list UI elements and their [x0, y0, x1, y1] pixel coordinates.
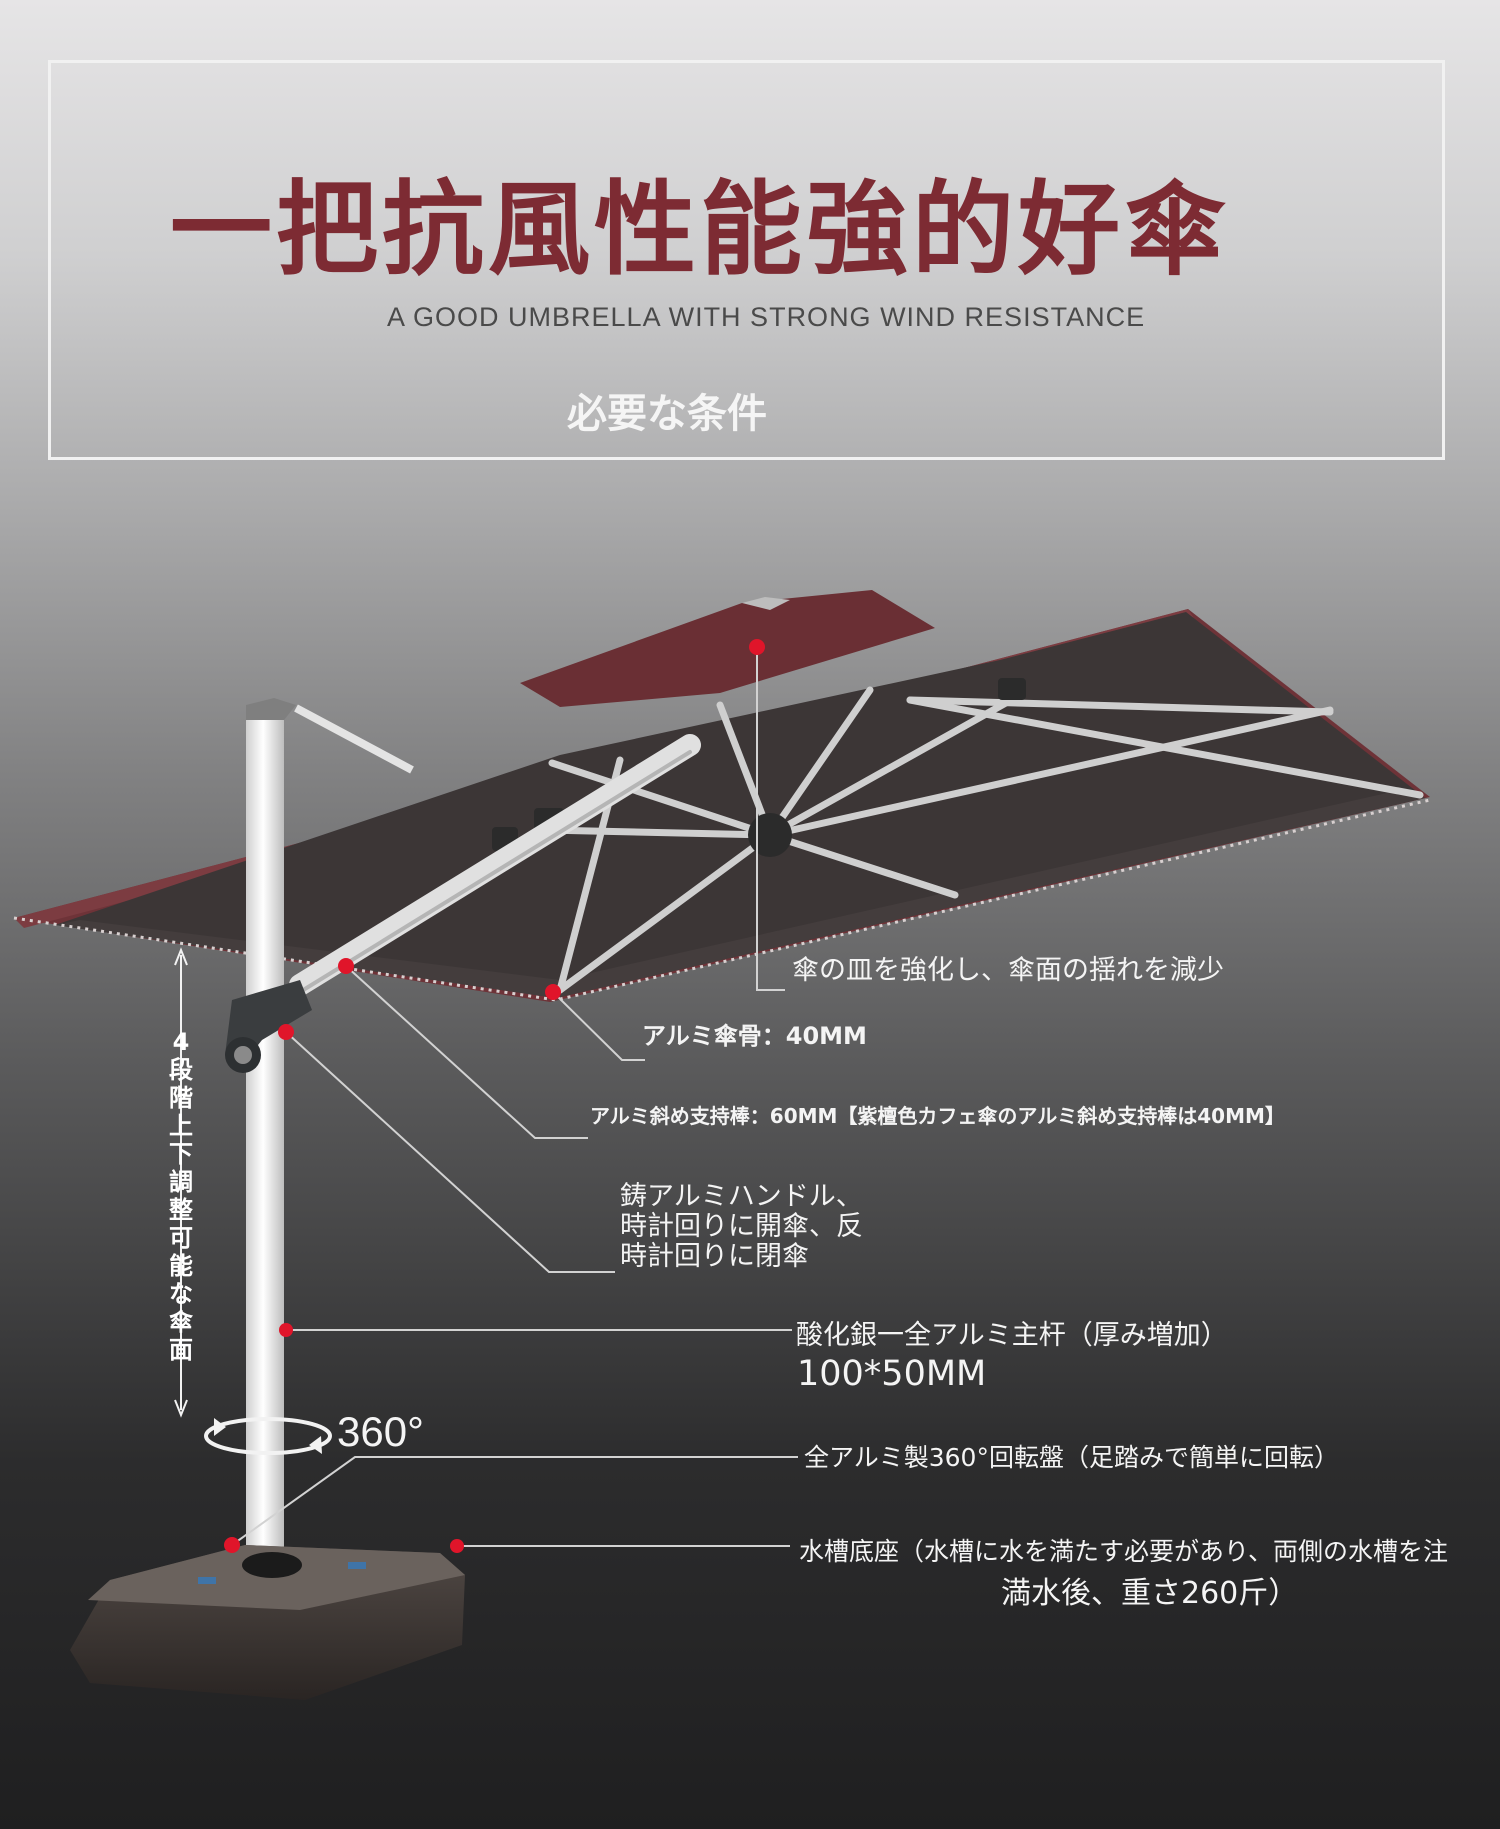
canopy-vent [520, 590, 935, 707]
callout-pole: 酸化銀一全アルミ主杆（厚み増加） [796, 1320, 1228, 1351]
page-subtitle: A GOOD UMBRELLA WITH STRONG WIND RESISTA… [387, 302, 1146, 332]
crank-handle [225, 980, 312, 1073]
callout-rib: アルミ傘骨：40MM [642, 1022, 867, 1050]
canopy-underside [13, 612, 1431, 1002]
callout-strut: アルミ斜め支持棒：60MM【紫檀色カフェ傘のアルミ斜め支持棒は40MM】 [590, 1104, 1285, 1128]
rib-joint [998, 678, 1026, 700]
water-tank-base [70, 1545, 465, 1700]
rotation-label: 360° [337, 1408, 424, 1455]
callout-turntable: 全アルミ製360°回転盤（足踏みで簡単に回転） [804, 1443, 1339, 1472]
callout-canopy-plate: 傘の皿を強化し、傘面の揺れを減少 [792, 955, 1224, 986]
leader-lines [231, 647, 798, 1547]
callout-handle: 鋳アルミハンドル、 時計回りに開傘、反 時計回りに閉傘 [620, 1181, 863, 1272]
callout-markers [224, 639, 765, 1553]
height-arrow [174, 947, 188, 1418]
callout-base: 水槽底座（水槽に水を満たす必要があり、両側の水槽を注 [799, 1537, 1449, 1566]
canopy-hub [748, 813, 792, 857]
section-heading: 必要な条件 [567, 391, 767, 437]
height-adjust-label: 4段階上下調整可能な傘面 [169, 1028, 193, 1364]
callout-base-weight: 満水後、重さ260斤） [1001, 1576, 1299, 1611]
canopy-ribs [541, 686, 1424, 994]
support-arm [289, 734, 701, 996]
callout-pole-size: 100*50MM [797, 1354, 987, 1394]
page-title: 一把抗風性能強的好傘 [170, 171, 1230, 290]
title-frame [48, 60, 1445, 460]
rotation-icon [204, 1417, 332, 1455]
